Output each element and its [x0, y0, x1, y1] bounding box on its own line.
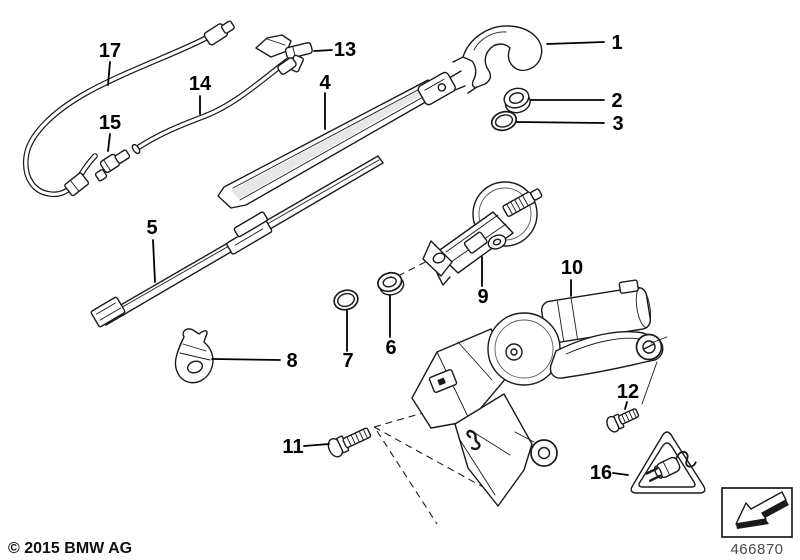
part-8-bracket — [174, 328, 214, 384]
callout-10[interactable]: 10 — [561, 257, 583, 279]
part-16-warning-triangle — [630, 431, 706, 494]
part-17-hose — [23, 20, 235, 198]
part-3-oring — [490, 110, 518, 132]
callout-5[interactable]: 5 — [146, 217, 157, 239]
doc-number: 466870 — [730, 541, 783, 558]
leader-11 — [303, 443, 330, 447]
part-2-ring — [503, 87, 531, 114]
part-5-wiper-blade — [90, 155, 384, 328]
callout-8[interactable]: 8 — [286, 350, 297, 372]
callout-3[interactable]: 3 — [612, 113, 623, 135]
plug-icon — [645, 451, 697, 482]
callout-4[interactable]: 4 — [319, 72, 331, 94]
callout-labels: 1 2 3 4 5 6 7 8 9 10 11 12 13 14 15 16 1… — [99, 32, 639, 484]
leader-17 — [107, 61, 111, 86]
callout-12[interactable]: 12 — [617, 381, 639, 403]
part-10-wiper-motor — [411, 279, 668, 507]
part-12-bolt — [606, 408, 640, 433]
callout-14[interactable]: 14 — [189, 73, 212, 95]
part-9-spindle — [422, 181, 543, 286]
callout-6[interactable]: 6 — [385, 337, 396, 359]
part-1-cap — [452, 25, 543, 94]
leader-3 — [516, 121, 605, 124]
callout-1[interactable]: 1 — [611, 32, 622, 54]
part-4-wiper-arm — [217, 70, 466, 209]
part-13-nozzle — [255, 34, 313, 75]
callout-2[interactable]: 2 — [611, 90, 622, 112]
callout-9[interactable]: 9 — [477, 286, 488, 308]
direction-arrow-icon — [735, 491, 789, 529]
leader-5 — [152, 239, 156, 283]
callout-7[interactable]: 7 — [342, 350, 353, 372]
callout-16[interactable]: 16 — [590, 462, 612, 484]
part-14-hose — [131, 58, 290, 155]
leader-15 — [107, 133, 111, 152]
part-7-oring — [333, 289, 359, 311]
direction-icon-box — [721, 487, 793, 538]
leader-1 — [546, 41, 605, 45]
part-11-bolt — [327, 427, 372, 458]
leader-16 — [612, 472, 629, 476]
callout-15[interactable]: 15 — [99, 112, 121, 134]
leader-13 — [313, 49, 333, 52]
leader-8 — [211, 358, 281, 361]
callout-17[interactable]: 17 — [99, 40, 121, 62]
leader-12 — [624, 401, 628, 410]
callout-11[interactable]: 11 — [282, 436, 303, 458]
copyright-text: © 2015 BMW AG — [8, 540, 132, 557]
part-15-connector — [94, 149, 131, 182]
leader-lines — [107, 41, 629, 476]
callout-13[interactable]: 13 — [334, 39, 356, 61]
part-6-ring — [377, 271, 405, 296]
